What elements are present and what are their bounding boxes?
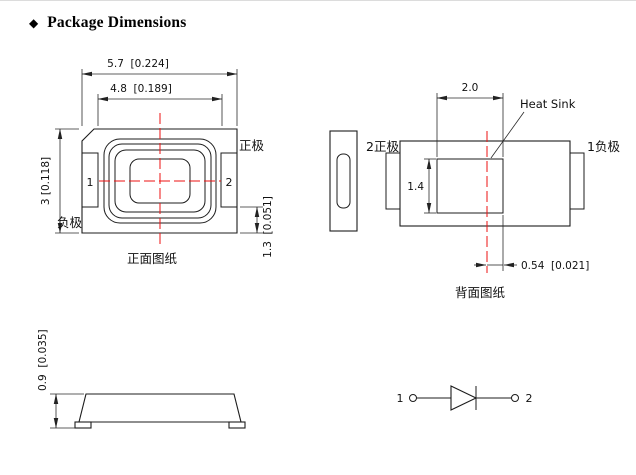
profile-right-foot xyxy=(228,421,246,429)
side-view-body xyxy=(329,130,358,232)
centerlines xyxy=(99,113,488,273)
profile-left-foot xyxy=(74,421,92,429)
diode-schematic: 1 2 xyxy=(397,385,533,411)
side-view xyxy=(329,130,358,232)
back-view: 2.0 Heat Sink 2正极 1负极 1.4 0.54 [0.021] 背… xyxy=(366,82,620,300)
front-view-caption: 正面图纸 xyxy=(127,251,178,266)
schematic-pin2-label: 2 xyxy=(526,392,533,405)
front-cathode-label: 负极 xyxy=(57,215,83,230)
dim-body-width-label: 4.8 [0.189] xyxy=(110,83,172,95)
dim-body-width xyxy=(97,94,223,126)
terminal-2-pad xyxy=(220,152,238,208)
schematic-terminal-2 xyxy=(511,394,519,402)
side-view-slot xyxy=(336,153,351,209)
dim-heatsink-width xyxy=(436,93,504,157)
dim-heatsink-width-label: 2.0 xyxy=(462,82,479,94)
dim-overall-width xyxy=(81,69,238,126)
dim-heatsink-height xyxy=(424,158,436,214)
diode-triangle xyxy=(450,385,478,411)
dim-height-label: 3 [0.118] xyxy=(40,157,52,205)
diamond-bullet-icon: ◆ xyxy=(29,16,39,30)
heatsink-pad xyxy=(436,158,504,214)
front-pin2-label: 2 xyxy=(226,176,233,189)
back-pin2-label: 2正极 xyxy=(366,139,399,154)
dim-heatsink-height-label: 1.4 xyxy=(407,181,424,193)
dim-height xyxy=(55,128,79,234)
dim-overall-width-label: 5.7 [0.224] xyxy=(107,58,169,70)
front-view: 5.7 [0.224] 4.8 [0.189] 3 [0.118] 1.3 [0… xyxy=(40,58,274,266)
dim-thickness xyxy=(50,393,84,429)
dim-thickness-label: 0.9 [0.035] xyxy=(37,329,49,391)
dim-pad-offset xyxy=(474,215,517,271)
front-pin1-label: 1 xyxy=(87,176,94,189)
profile-body xyxy=(78,393,242,423)
profile-view: 0.9 [0.035] xyxy=(37,329,246,429)
front-anode-label: 正极 xyxy=(239,138,265,153)
dim-terminal-height xyxy=(240,206,263,234)
schematic-pin1-label: 1 xyxy=(397,392,404,405)
heatsink-leader-line xyxy=(490,111,525,159)
back-view-caption: 背面图纸 xyxy=(455,285,506,300)
back-terminal-2 xyxy=(385,152,401,210)
dim-pad-offset-label: 0.54 [0.021] xyxy=(521,260,589,272)
schematic-terminal-1 xyxy=(409,394,417,402)
terminal-1-pad xyxy=(81,152,99,208)
back-pin1-label: 1负极 xyxy=(587,139,620,154)
dim-terminal-height-label: 1.3 [0.051] xyxy=(262,196,274,258)
section-title-text: Package Dimensions xyxy=(47,14,187,31)
back-terminal-1 xyxy=(569,152,585,210)
heatsink-label: Heat Sink xyxy=(520,97,576,111)
section-title: ◆ Package Dimensions xyxy=(29,14,186,32)
